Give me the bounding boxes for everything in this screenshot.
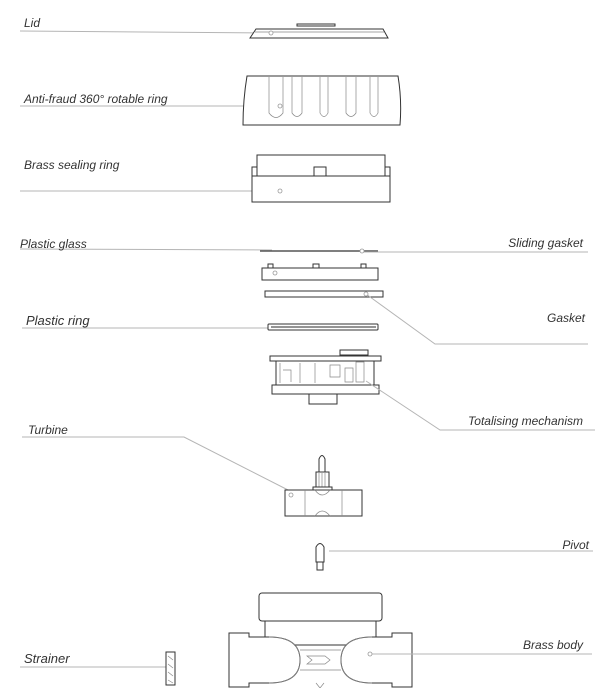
- label-totalising-mechanism: Totalising mechanism: [468, 414, 583, 428]
- part-pivot: Pivot: [315, 538, 593, 571]
- label-pivot: Pivot: [562, 538, 589, 552]
- part-strainer: Strainer: [20, 651, 176, 686]
- part-bezel: [261, 263, 379, 281]
- part-lid: Lid: [19, 16, 389, 39]
- label-brass-body: Brass body: [523, 638, 584, 652]
- label-plastic-glass: Plastic glass: [20, 237, 87, 251]
- label-brass-sealing-ring: Brass sealing ring: [24, 158, 120, 172]
- label-lid: Lid: [24, 16, 40, 30]
- part-plastic-glass: Plastic glass Sliding gasket: [19, 236, 588, 254]
- part-anti-fraud-ring: Anti-fraud 360° rotable ring: [20, 75, 402, 126]
- part-turbine: Turbine: [22, 423, 363, 517]
- label-strainer: Strainer: [24, 651, 70, 666]
- part-brass-body: Brass body: [228, 592, 592, 688]
- label-plastic-ring: Plastic ring: [26, 313, 90, 328]
- part-totalising-mechanism: Totalising mechanism: [269, 349, 595, 431]
- label-turbine: Turbine: [28, 423, 68, 437]
- label-gasket: Gasket: [547, 311, 586, 325]
- part-gasket: Gasket: [264, 290, 588, 345]
- label-sliding-gasket: Sliding gasket: [508, 236, 583, 250]
- part-plastic-ring: Plastic ring: [22, 313, 379, 331]
- part-brass-sealing-ring: Brass sealing ring: [20, 154, 391, 203]
- label-anti-fraud-ring: Anti-fraud 360° rotable ring: [23, 92, 168, 106]
